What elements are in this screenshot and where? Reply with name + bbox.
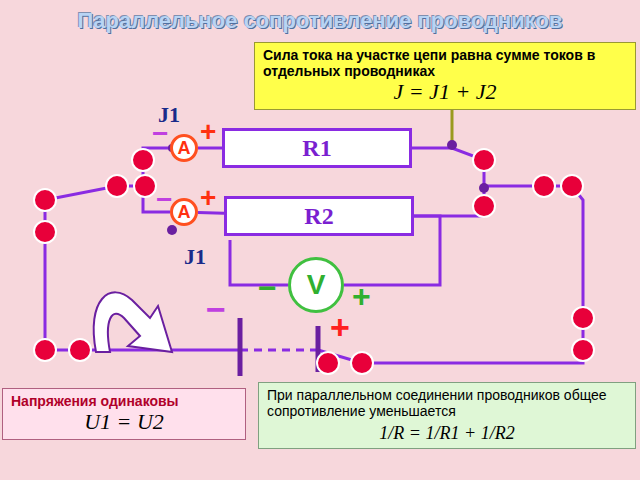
clip-terminals: [34, 149, 594, 374]
node-text: V: [307, 269, 326, 301]
node-text: A: [178, 138, 191, 159]
node-text: Сила тока на участке цепи равна сумме то…: [263, 47, 627, 79]
node-text: R1: [302, 135, 331, 162]
voltmeter-symbol: V: [288, 257, 344, 313]
resistor-symbol: R1: [222, 128, 412, 168]
current-label: J1: [184, 244, 206, 270]
note-box: Напряжения одинаковыU1 = U2: [2, 388, 246, 440]
node-text: Напряжения одинаковы: [11, 393, 237, 409]
formula-text: 1/R = 1/R1 + 1/R2: [267, 423, 627, 444]
polarity-sign: −: [258, 270, 277, 307]
formula-text: J = J1 + J2: [263, 79, 627, 105]
polarity-sign: +: [200, 182, 216, 214]
note-box: При параллельном соединении проводников …: [258, 382, 636, 449]
statement-box: Сила тока на участке цепи равна сумме то…: [254, 42, 636, 110]
wire-connector: [198, 148, 222, 149]
battery-link: [240, 349, 318, 352]
node-text: A: [178, 202, 191, 223]
ammeter-symbol: A: [170, 198, 198, 226]
ammeter-symbol: A: [170, 134, 198, 162]
formula-text: U1 = U2: [11, 409, 237, 435]
polarity-sign: −: [156, 184, 172, 216]
polarity-sign: −: [206, 290, 226, 329]
polarity-sign: +: [200, 116, 216, 148]
node-text: При параллельном соединении проводников …: [267, 387, 627, 419]
polarity-sign: +: [352, 278, 371, 315]
polarity-sign: −: [152, 118, 168, 150]
battery-symbol: [240, 318, 318, 376]
polarity-sign: +: [330, 308, 350, 347]
node-text: R2: [304, 203, 333, 230]
circuit-wires: [45, 148, 583, 363]
slide-title: Параллельное сопротивление проводников: [0, 8, 640, 34]
curved-arrow: [94, 292, 172, 352]
resistor-symbol: R2: [224, 196, 414, 236]
